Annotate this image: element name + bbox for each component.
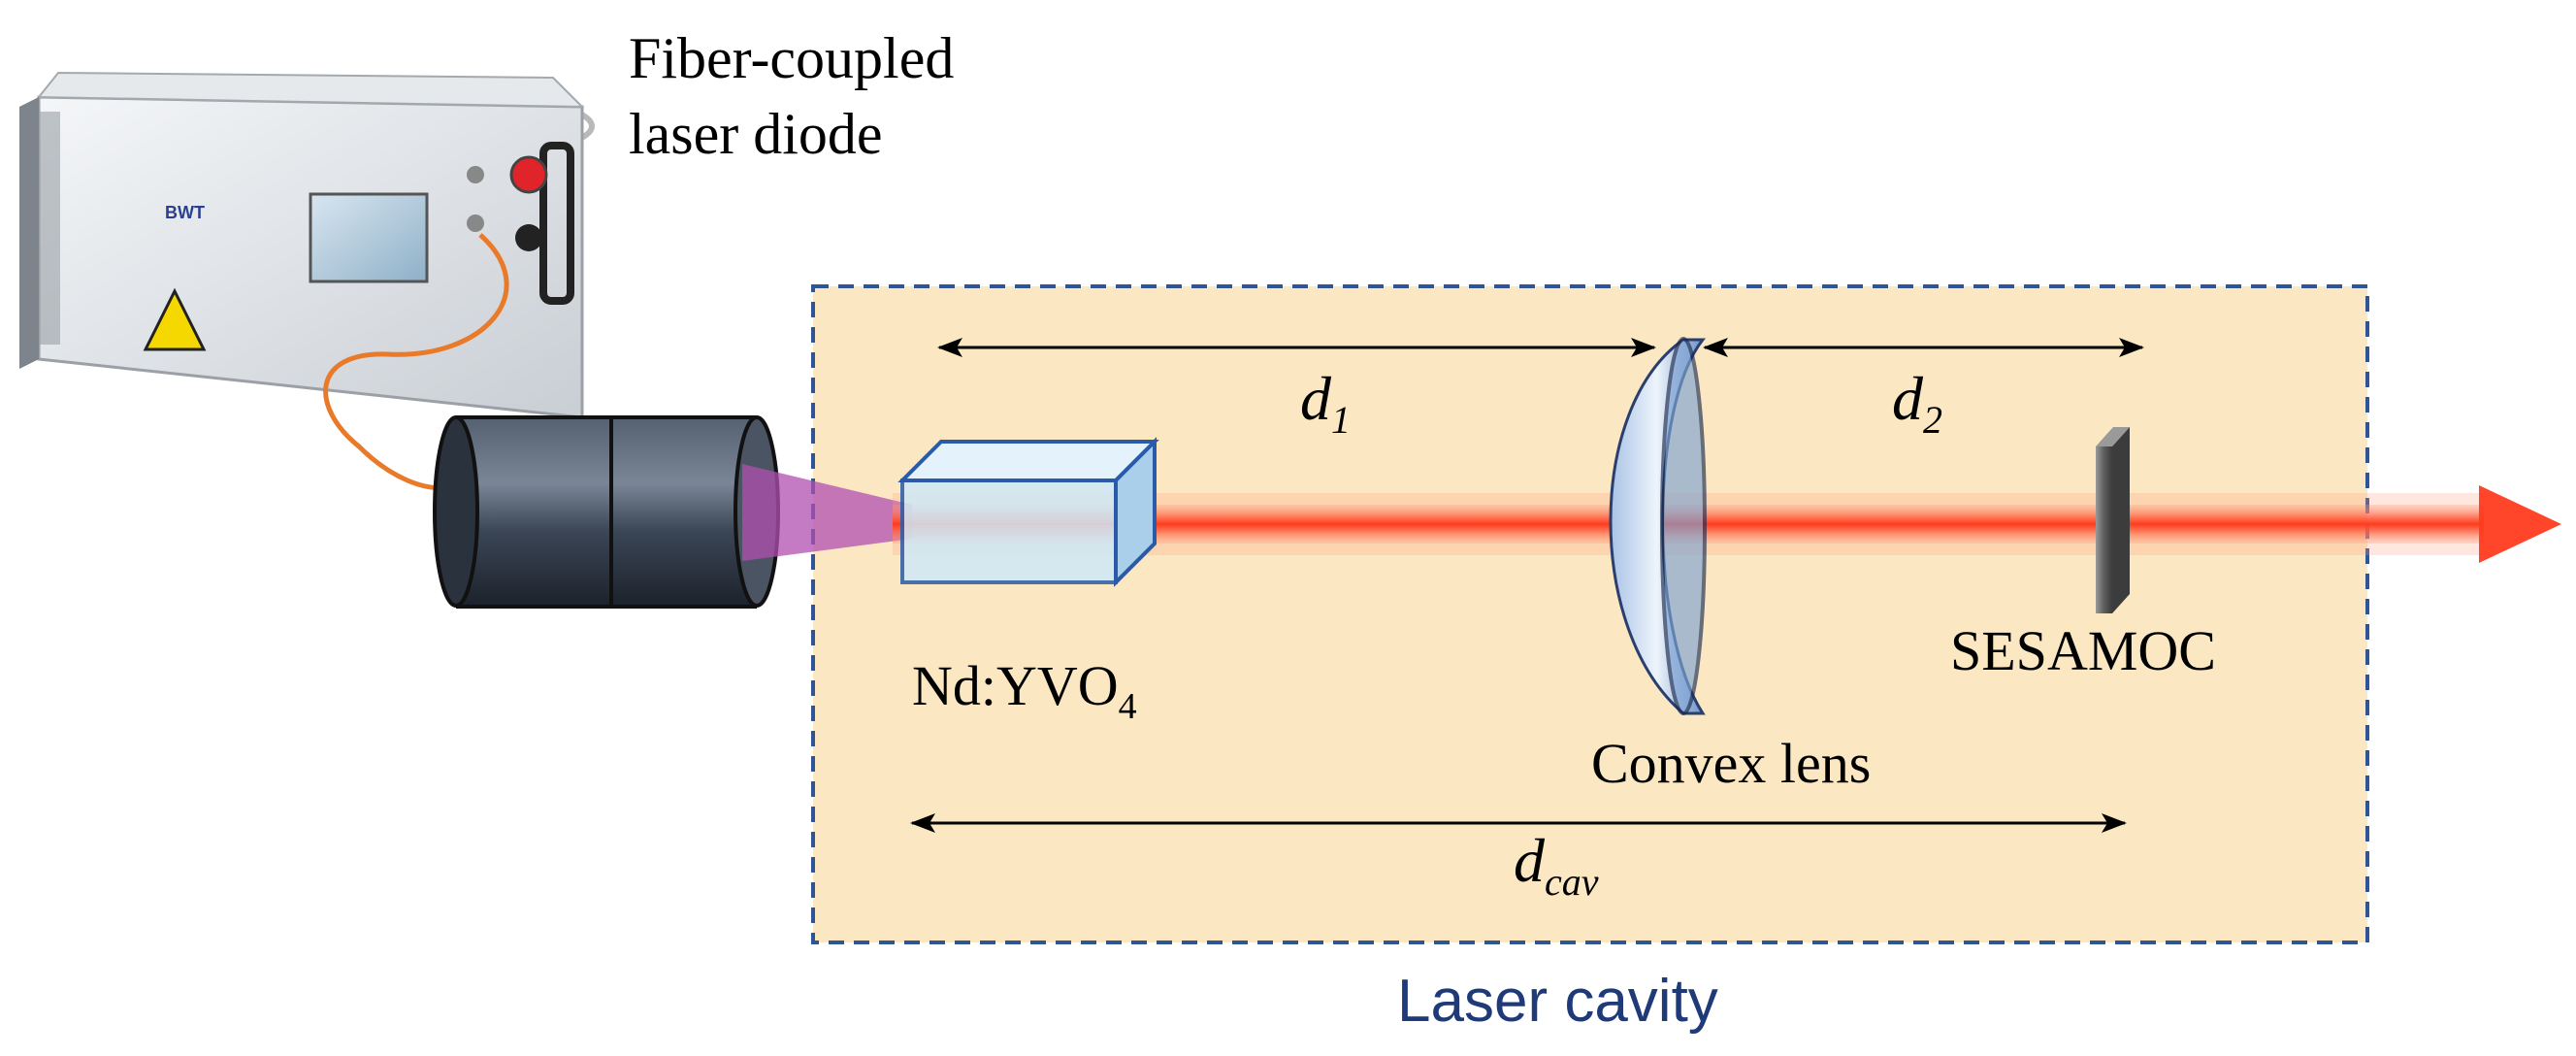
pump-beam-cone [742,464,912,561]
pump-fiber-icon [323,233,509,491]
fiber-collimator-icon [433,415,780,609]
absorber-label: SESAMOC [1950,619,2216,682]
laser-cavity-box [811,284,2369,944]
source-label-line2: laser diode [629,102,883,166]
d1-label: d1 [1300,364,1351,442]
crystal-block-icon [897,437,1159,587]
d2-label: d2 [1892,364,1942,442]
lens-label: Convex lens [1591,732,1871,795]
source-label-line1: Fiber-coupled [629,26,954,90]
crystal-label: Nd:YVO4 [912,654,1137,727]
dcav-label: dcav [1514,826,1599,904]
sesam-mirror-icon [2096,427,2130,613]
device-brand-label: BWT [165,203,205,222]
cavity-label: Laser cavity [1397,968,1718,1035]
convex-lens-icon [1609,337,1707,715]
laser-diode-unit-icon: BWT [19,71,595,419]
output-arrow-icon [2479,485,2561,563]
